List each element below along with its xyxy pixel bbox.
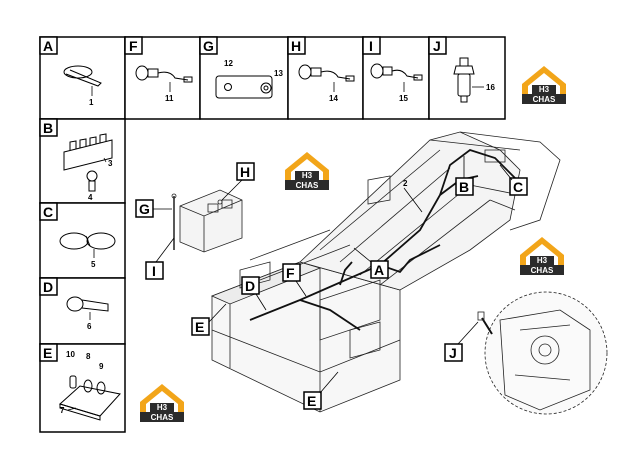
svg-text:H3: H3 [302, 171, 313, 180]
watermark-logo: H3 CHAS [140, 384, 184, 422]
plate-icon [215, 75, 273, 99]
svg-text:H3: H3 [157, 403, 168, 412]
part-box-i: I 15 [362, 36, 430, 120]
clamp-icon [59, 232, 116, 250]
callout-a: A [353, 247, 389, 279]
callout-f: F [282, 263, 307, 297]
box-letter: D [43, 279, 53, 295]
svg-text:B: B [459, 179, 469, 195]
box-letter: B [43, 120, 53, 136]
svg-text:CHAS: CHAS [533, 95, 556, 104]
callout-e1: E [191, 303, 227, 336]
part-number: 10 [66, 350, 75, 359]
part-box-a: A 1 [39, 36, 126, 120]
harness-part-number: 2 [403, 179, 408, 188]
box-letter: H [291, 38, 301, 54]
part-number: 8 [86, 352, 91, 361]
part-number: 13 [274, 69, 283, 78]
svg-text:I: I [152, 263, 156, 279]
lamp-housing-icon [59, 375, 121, 421]
box-letter: E [43, 345, 52, 361]
watermark-logo: H3 CHAS [285, 152, 329, 190]
part-number: 1 [89, 98, 94, 107]
svg-text:H3: H3 [539, 85, 550, 94]
gearbox-detail [477, 291, 608, 415]
cable-tie-icon [63, 65, 102, 87]
callout-e2: E [303, 371, 339, 410]
svg-text:A: A [374, 262, 384, 278]
watermark-logo: H3 CHAS [522, 66, 566, 104]
callout-b: B [455, 156, 474, 196]
part-box-c: C 5 [39, 202, 126, 279]
part-number: 4 [88, 193, 93, 202]
part-box-j: J 16 [428, 36, 506, 120]
callout-c: C [499, 164, 528, 196]
part-number: 16 [486, 83, 495, 92]
svg-text:CHAS: CHAS [531, 266, 554, 275]
svg-text:E: E [195, 319, 204, 335]
part-number: 3 [108, 159, 113, 168]
part-box-f: F 11 [124, 36, 201, 120]
box-letter: C [43, 204, 53, 220]
box-letter: F [129, 38, 138, 54]
box-letter: I [369, 38, 373, 54]
callout-d: D [241, 276, 267, 311]
callout-g: G [135, 199, 172, 218]
part-number: 5 [91, 260, 96, 269]
box-letter: G [203, 38, 214, 54]
part-number: 15 [399, 94, 408, 103]
connector-icon [135, 65, 193, 83]
svg-text:C: C [513, 179, 523, 195]
callout-i: I [145, 237, 175, 280]
svg-text:D: D [245, 278, 255, 294]
part-box-g: G 12 13 [199, 36, 289, 120]
part-box-b: B 3 4 [39, 118, 126, 204]
svg-text:H: H [240, 164, 250, 180]
watermark-logo: H3 CHAS [520, 237, 564, 275]
part-box-d: D 6 [39, 277, 126, 345]
connector-icon [370, 63, 423, 81]
svg-text:E: E [307, 393, 316, 409]
svg-text:CHAS: CHAS [296, 181, 319, 190]
part-box-e: E 10 8 9 7 [39, 343, 126, 433]
connector-icon [298, 64, 355, 82]
callout-h: H [221, 162, 255, 201]
clip-strip-icon [63, 133, 113, 192]
part-number: 14 [329, 94, 338, 103]
part-number: 6 [87, 322, 92, 331]
box-letter: J [433, 38, 441, 54]
svg-text:G: G [139, 201, 150, 217]
svg-text:J: J [449, 345, 457, 361]
svg-text:CHAS: CHAS [151, 413, 174, 422]
part-number: 11 [165, 94, 174, 103]
box-letter: A [43, 38, 53, 54]
part-number: 9 [99, 362, 104, 371]
svg-text:F: F [286, 265, 295, 281]
fuse-box-detail [171, 189, 243, 253]
callout-j: J [444, 321, 479, 362]
part-number: 12 [224, 59, 233, 68]
part-box-h: H 14 [287, 36, 364, 120]
svg-text:H3: H3 [537, 256, 548, 265]
sensor-icon [453, 57, 475, 103]
bolt-icon [66, 296, 109, 312]
part-number: 7 [60, 406, 65, 415]
